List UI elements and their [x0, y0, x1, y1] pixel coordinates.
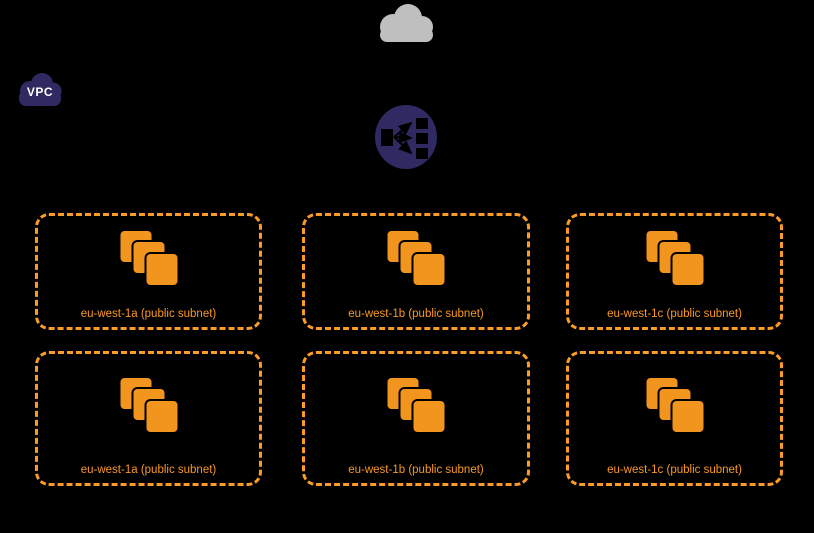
instance-square: [144, 252, 179, 287]
load-balancer-icon: [375, 105, 437, 169]
vpc-icon: VPC: [15, 72, 65, 106]
subnet-label: eu-west-1b (public subnet): [348, 308, 484, 320]
subnet-box-row2-eu-west-1b: eu-west-1b (public subnet): [302, 351, 530, 486]
cloud-icon: [380, 4, 433, 42]
instance-square: [670, 252, 705, 287]
instance-square: [144, 399, 179, 434]
subnet-box-row2-eu-west-1a: eu-west-1a (public subnet): [35, 351, 262, 486]
subnet-label: eu-west-1a (public subnet): [80, 308, 217, 320]
subnet-label: eu-west-1c (public subnet): [607, 308, 742, 320]
vpc-label: VPC: [26, 85, 54, 99]
subnet-box-row1-eu-west-1b: eu-west-1b (public subnet): [302, 213, 530, 330]
instance-stack-icon: [644, 376, 705, 434]
subnet-box-row1-eu-west-1c: eu-west-1c (public subnet): [566, 213, 783, 330]
instance-square: [670, 399, 705, 434]
instance-square: [411, 399, 447, 434]
vpc-cloud-icon: [19, 73, 62, 106]
elastic-load-balancer-icon: [375, 105, 437, 169]
instance-stack-icon: [385, 229, 447, 287]
instance-stack-icon: [118, 376, 179, 434]
instance-square: [411, 252, 447, 287]
internet-cloud-icon: [372, 2, 438, 44]
instance-stack-icon: [118, 229, 179, 287]
subnet-label: eu-west-1c (public subnet): [607, 464, 742, 476]
instance-stack-icon: [385, 376, 447, 434]
instance-stack-icon: [644, 229, 705, 287]
subnet-label: eu-west-1b (public subnet): [348, 464, 484, 476]
subnet-box-row2-eu-west-1c: eu-west-1c (public subnet): [566, 351, 783, 486]
subnet-label: eu-west-1a (public subnet): [80, 464, 217, 476]
subnet-box-row1-eu-west-1a: eu-west-1a (public subnet): [35, 213, 262, 330]
